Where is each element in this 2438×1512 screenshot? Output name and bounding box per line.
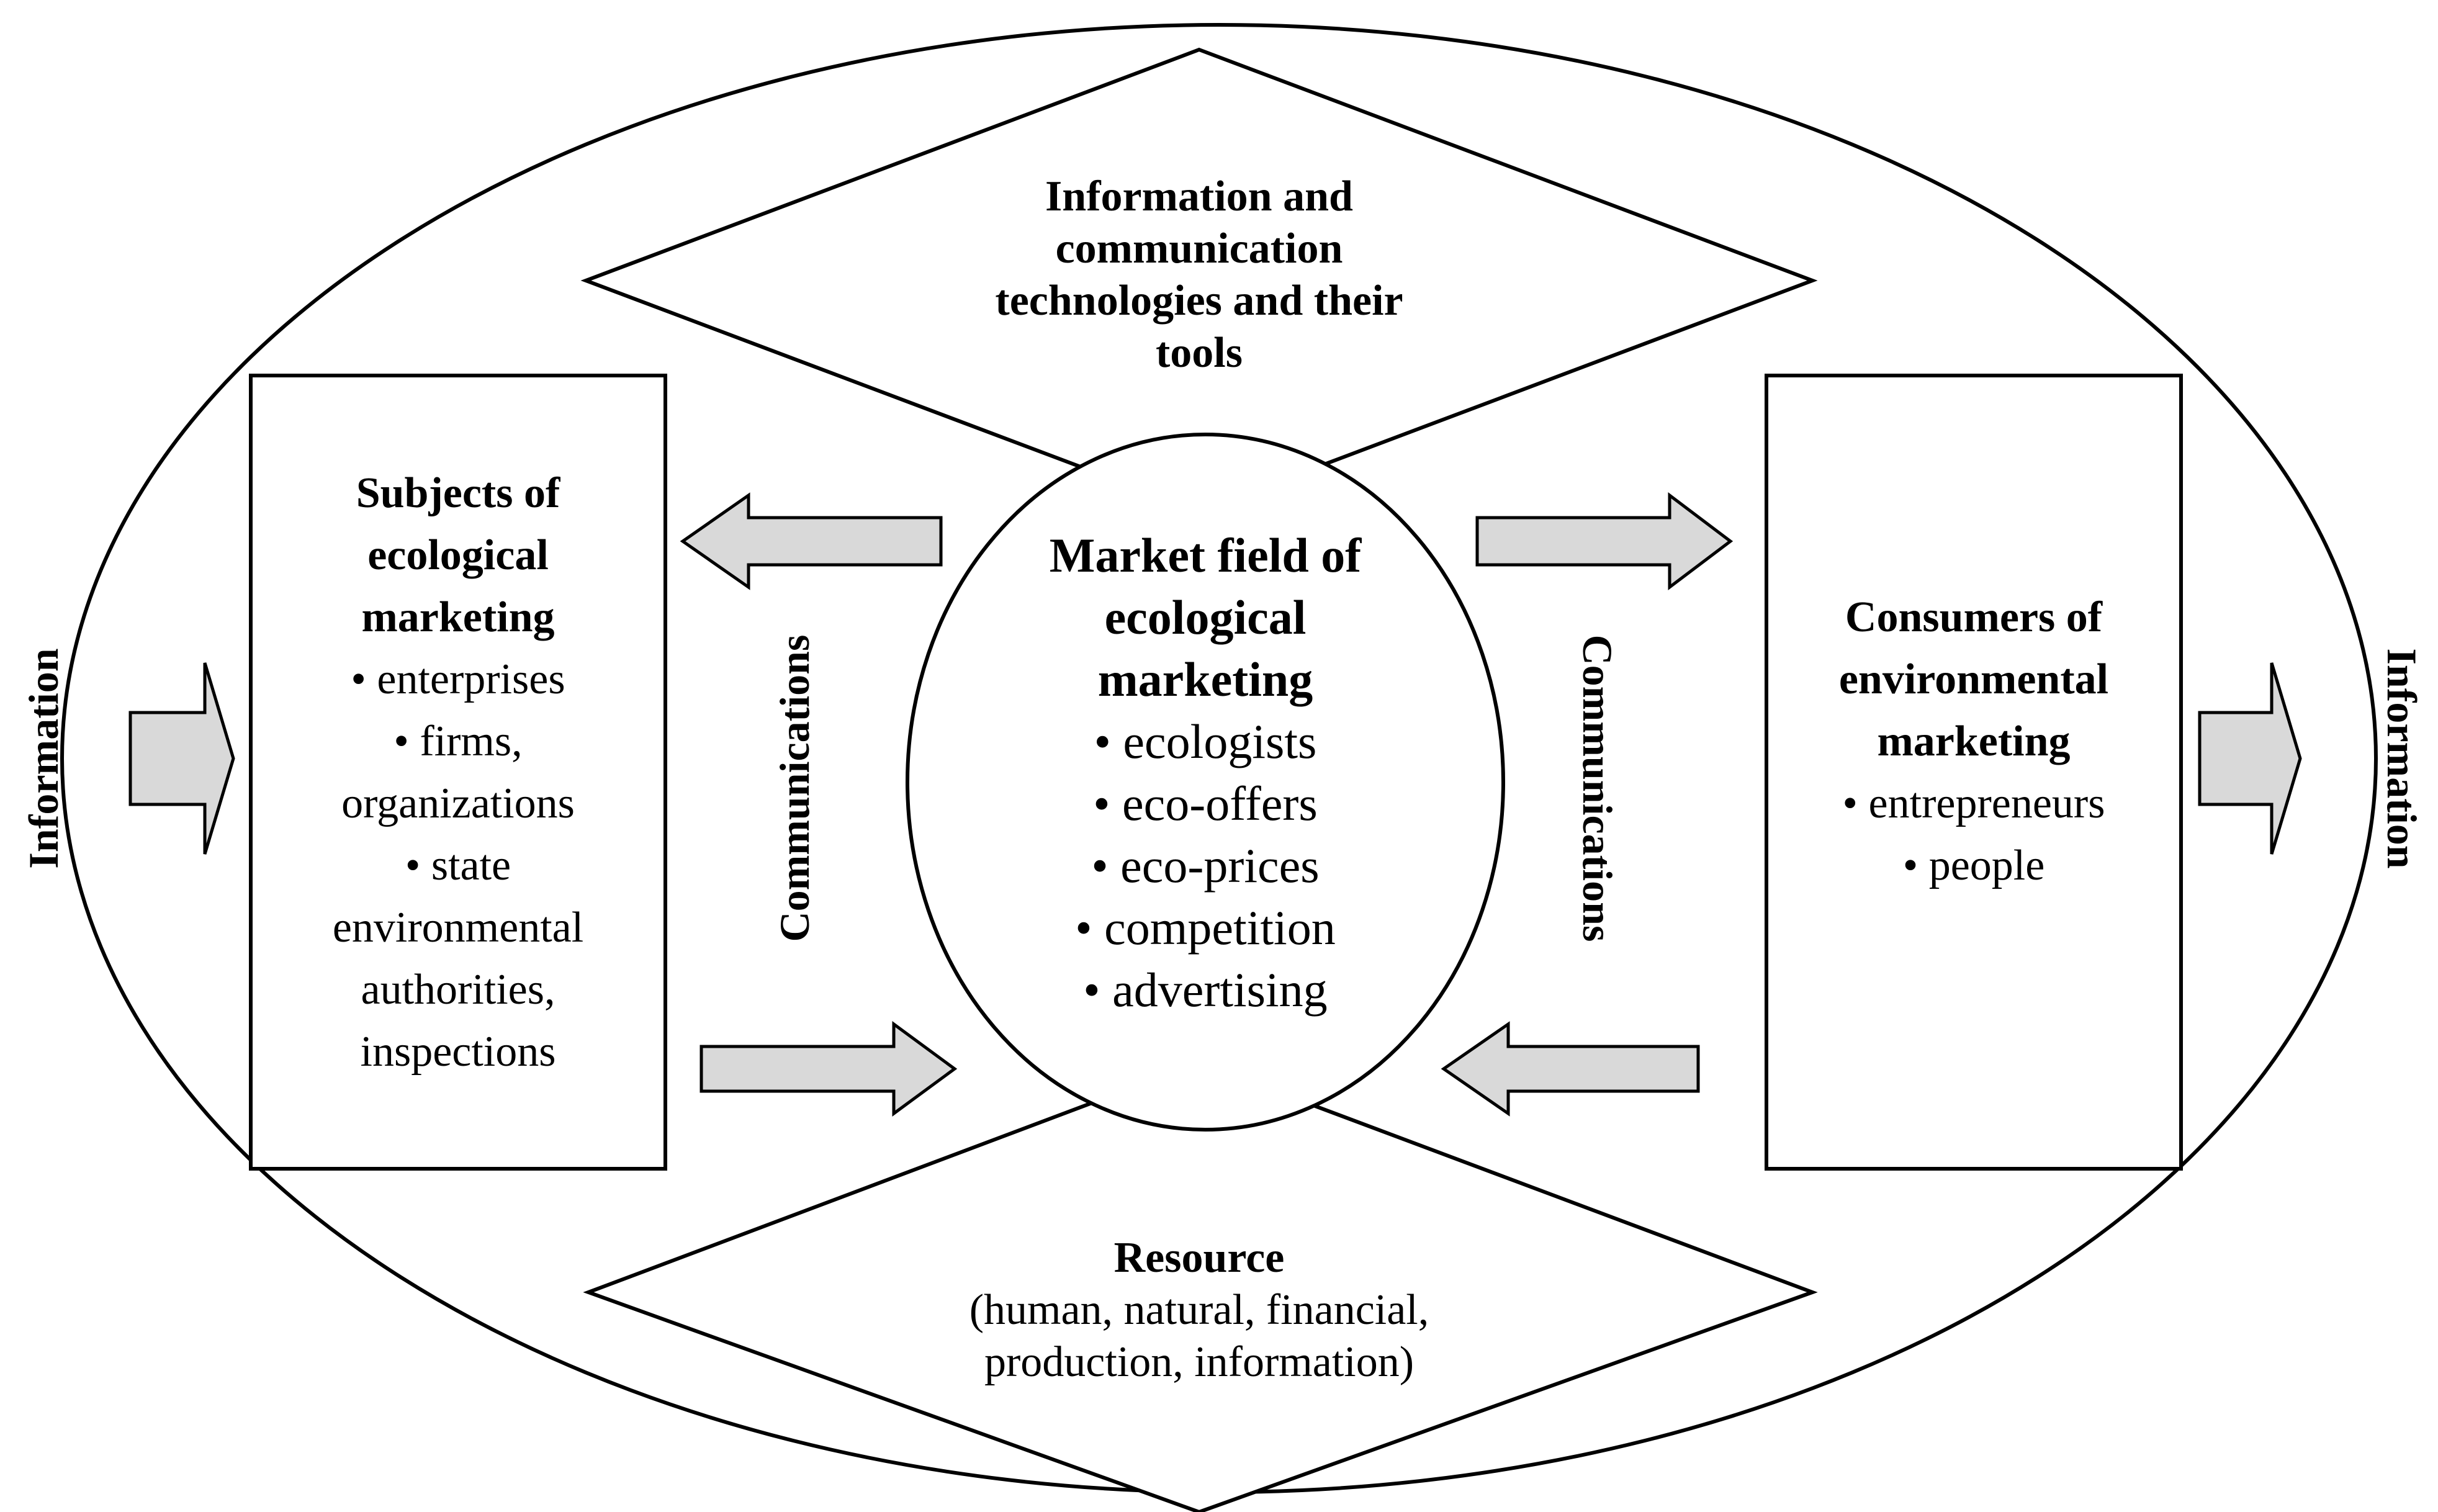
arrow-right-to-center [1441, 1021, 1700, 1117]
left-box-item: inspections [360, 1028, 556, 1076]
bottom-diamond-title: Resource [1113, 1234, 1285, 1282]
arrow-left-to-center [699, 1021, 958, 1117]
right-box-label: Consumers of environmental marketing • e… [1766, 587, 2181, 897]
left-box-title-line: marketing [361, 593, 555, 641]
top-diamond-line: technologies and their [995, 277, 1403, 325]
right-box-title-line: marketing [1877, 718, 2071, 765]
right-box-title-line: environmental [1838, 655, 2109, 703]
side-label-information-left: Information [20, 648, 67, 869]
center-item: • ecologists [1094, 714, 1317, 768]
right-box [1765, 374, 2183, 1171]
bottom-diamond-line: (human, natural, financial, [969, 1286, 1429, 1334]
top-diamond-line: Information and [1045, 173, 1353, 220]
side-label-information-right: Information [2378, 648, 2426, 869]
left-box-title-line: ecological [367, 531, 549, 579]
center-title-line: Market field of [1049, 528, 1362, 582]
left-box-title-line: Subjects of [356, 469, 560, 517]
center-item: • advertising [1083, 963, 1328, 1017]
left-box-item: • firms, [394, 718, 523, 765]
center-item: • eco-offers [1093, 776, 1318, 830]
top-diamond-label: Information and communication technologi… [827, 171, 1572, 379]
center-item: • eco-prices [1091, 839, 1320, 893]
center-label: Market field of ecological marketing • e… [957, 524, 1454, 1021]
right-box-title-line: Consumers of [1845, 593, 2103, 641]
right-box-item: • people [1902, 842, 2045, 889]
arrow-center-to-left [680, 492, 943, 590]
left-box-label: Subjects of ecological marketing • enter… [251, 462, 665, 1083]
top-diamond-line: tools [1156, 329, 1243, 377]
center-item: • competition [1075, 901, 1336, 955]
right-box-item: • entrepreneurs [1842, 780, 2105, 827]
bottom-diamond-line: production, information) [984, 1338, 1415, 1386]
top-diamond-line: communication [1055, 225, 1343, 272]
center-title-line: marketing [1097, 652, 1313, 706]
arrow-information-in [128, 662, 235, 855]
center-title-line: ecological [1104, 590, 1307, 644]
left-box-item: • enterprises [351, 655, 565, 703]
center-ellipse [906, 433, 1505, 1132]
arrow-center-to-right [1475, 492, 1734, 591]
left-box-item: • state [405, 842, 511, 889]
left-box [249, 374, 667, 1171]
bottom-diamond-label: Resource (human, natural, financial, pro… [827, 1232, 1572, 1388]
left-box-item: environmental [332, 904, 584, 952]
left-box-item: authorities, [361, 966, 556, 1014]
arrow-information-out [2198, 662, 2302, 855]
bottom-diamond [583, 1060, 1818, 1512]
left-box-item: organizations [341, 780, 575, 827]
flow-label-communications-right: Communications [1574, 634, 1621, 942]
flow-label-communications-left: Communications [771, 634, 818, 942]
